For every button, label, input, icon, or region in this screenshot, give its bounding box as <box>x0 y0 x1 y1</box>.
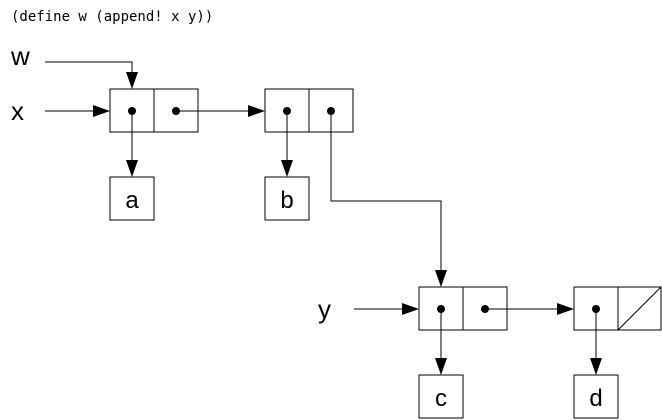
arrow-cell-2-cdr-to-cell-3 <box>330 111 447 287</box>
arrow-cell-2-car-to-b <box>281 111 293 177</box>
variable-y-label: y <box>318 294 331 324</box>
variable-w-label: w <box>10 41 30 71</box>
symbol-box-b: b <box>264 176 310 221</box>
cons-cell-4 <box>573 286 662 331</box>
variable-x-label: x <box>11 96 24 126</box>
arrow-cell-1-car-to-a <box>126 111 138 177</box>
symbol-b-label: b <box>280 187 293 214</box>
arrow-cell-3-cdr-to-cell-4 <box>485 303 574 315</box>
arrow-y-to-cell-3 <box>354 303 419 315</box>
code-expression: (define w (append! x y)) <box>11 9 214 25</box>
symbol-d-label: d <box>589 385 602 412</box>
arrow-cell-1-cdr-to-cell-2 <box>176 105 265 117</box>
symbol-box-d: d <box>573 374 619 419</box>
symbol-box-a: a <box>109 176 155 221</box>
symbol-c-label: c <box>435 385 447 412</box>
arrow-x-to-cell-1 <box>45 105 110 117</box>
symbol-box-c: c <box>418 374 464 419</box>
nil-slash <box>617 286 662 331</box>
cons-cell-2 <box>264 88 354 133</box>
arrow-w-to-cell-1 <box>45 61 138 89</box>
arrow-cell-4-car-to-d <box>590 309 602 375</box>
arrow-cell-3-car-to-c <box>435 309 447 375</box>
symbol-a-label: a <box>125 187 139 214</box>
